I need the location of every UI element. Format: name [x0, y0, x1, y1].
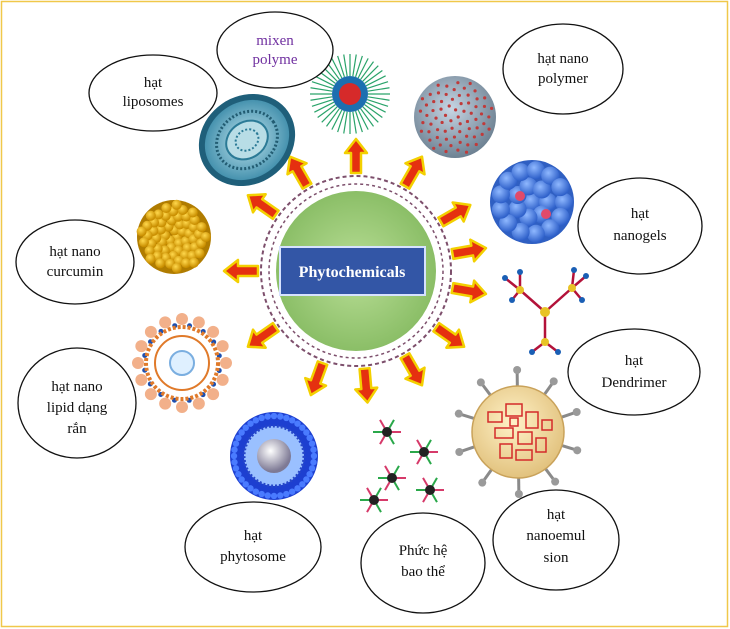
label-nano-polymer-line1: hạt nano	[537, 51, 588, 67]
arrow	[399, 352, 426, 387]
label-lipid-line3: rắn	[67, 421, 87, 437]
label-nanogels-line2: nanogels	[613, 228, 666, 244]
label-dendrimer-line2: Dendrimer	[602, 375, 667, 391]
arrow	[222, 258, 260, 284]
dendrimer-icon	[502, 267, 589, 355]
center-label: Phytochemicals	[299, 264, 406, 281]
nanogel-icon	[490, 160, 574, 244]
label-curcumin-line1: hạt nano	[49, 244, 100, 260]
arrow	[354, 366, 379, 404]
arrow	[450, 279, 488, 304]
label-curcumin-line2: curcumin	[47, 264, 104, 280]
arrow	[399, 155, 426, 190]
inner-dashed-ring	[268, 183, 444, 359]
arrow	[432, 321, 466, 349]
arrow	[304, 360, 329, 397]
arrows-group	[222, 137, 488, 404]
outer-dashed-ring	[260, 175, 452, 367]
label-nanoemulsion-line3: sion	[543, 550, 569, 566]
arrow	[343, 137, 369, 175]
solid-lipid-nanoparticle-icon	[132, 313, 232, 413]
label-mixen-line1: mixen	[256, 33, 294, 49]
bubble-nanoemulsion: hạt nanoemul sion	[492, 489, 620, 591]
micelle-icon	[310, 54, 390, 134]
label-liposomes-line1: hạt	[144, 75, 163, 91]
label-nanoemulsion-line2: nanoemul	[526, 528, 585, 544]
curcumin-nanoparticle-icon	[136, 199, 211, 274]
polymer-nanoparticle-icon	[414, 76, 496, 158]
bubble-phuc-he: Phức hệ bao thể	[360, 512, 486, 614]
arrow	[286, 155, 313, 190]
bubble-lipid: hạt nano lipid dạng rắn	[17, 347, 137, 459]
bubble-nanogels: hạt nanogels	[577, 177, 703, 275]
bubble-mixen-polyme: mixen polyme	[216, 11, 334, 89]
label-liposomes-line2: liposomes	[123, 94, 184, 110]
center-box	[279, 246, 426, 296]
label-lipid-line1: hạt nano	[51, 379, 102, 395]
label-dendrimer-line1: hạt	[625, 353, 644, 369]
label-phytosome-line2: phytosome	[220, 549, 286, 565]
label-nanogels-line1: hạt	[631, 206, 650, 222]
bubble-curcumin: hạt nano curcumin	[15, 219, 135, 305]
phytosome-icon	[230, 412, 318, 500]
label-phuc-he-line1: Phức hệ	[399, 543, 448, 559]
bubble-dendrimer: hạt Dendrimer	[567, 328, 701, 416]
label-phytosome-line1: hạt	[244, 528, 263, 544]
liposome-icon	[198, 93, 296, 187]
bubble-nano-polymer: hạt nano polymer	[502, 23, 624, 115]
arrow	[246, 193, 280, 221]
inclusion-complex-icon	[360, 419, 444, 513]
bubble-liposomes: hạt liposomes	[88, 54, 218, 132]
nanoemulsion-icon	[454, 366, 582, 498]
label-lipid-line2: lipid dạng	[47, 400, 108, 416]
label-nano-polymer-line2: polymer	[538, 71, 588, 87]
arrow	[246, 321, 280, 349]
bubble-phytosome: hạt phytosome	[184, 501, 322, 593]
arrow	[450, 238, 488, 263]
label-phuc-he-line2: bao thể	[401, 564, 445, 580]
arrow	[437, 201, 472, 228]
label-mixen-line2: polyme	[253, 52, 298, 68]
label-nanoemulsion-line1: hạt	[547, 507, 566, 523]
